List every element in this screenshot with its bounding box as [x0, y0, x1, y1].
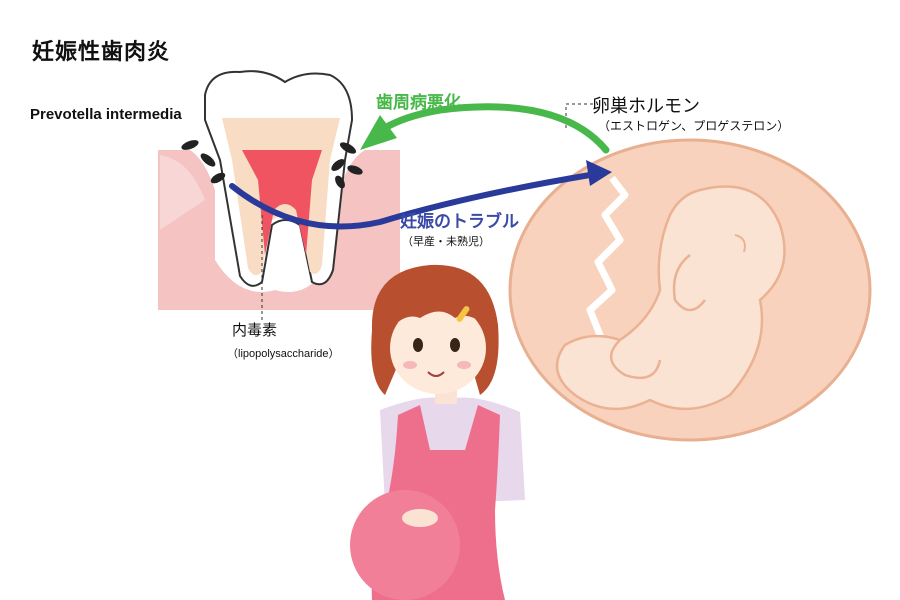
woman-cheek-left: [403, 361, 417, 369]
hairpin: [456, 306, 470, 322]
bacteria-label: Prevotella intermedia: [30, 106, 182, 123]
page-title: 妊娠性歯肉炎: [32, 40, 171, 65]
pregnant-woman-illustration: [350, 264, 525, 600]
fetus-leg: [610, 339, 662, 380]
fetus-ear: [734, 234, 746, 253]
woman-mouth: [427, 371, 445, 377]
blue-arrow-label: 妊娠のトラブル: [400, 212, 519, 232]
blue-arrow: [229, 160, 612, 230]
green-arrow-shaft: [381, 103, 610, 154]
woman-bangs: [390, 282, 490, 330]
woman-hand: [402, 509, 438, 527]
womb-fetus-illustration: [508, 103, 872, 442]
gum: [158, 150, 400, 310]
blue-arrow-shaft: [229, 172, 593, 230]
green-arrow: [360, 103, 610, 154]
blue-arrow-sub-label: （早産・未熟児）: [402, 235, 490, 248]
fetus-arm: [672, 254, 706, 312]
womb-tear: [577, 175, 629, 358]
blue-arrow-head: [586, 160, 612, 186]
woman-belly: [350, 490, 460, 600]
toxin-sub-label: （lipopolysaccharide）: [227, 348, 340, 360]
pulp: [242, 150, 322, 255]
hormone-sub-label: （エストロゲン、プロゲステロン）: [598, 119, 790, 133]
green-arrow-head: [360, 115, 397, 150]
woman-face: [390, 302, 486, 394]
tooth-gum-illustration: [158, 70, 400, 320]
bacteria-cluster: [181, 140, 363, 189]
woman-eye-left: [413, 338, 423, 352]
toxin-label: 内毒素: [232, 321, 278, 339]
green-arrow-label: 歯周病悪化: [376, 93, 461, 113]
fetus: [555, 185, 786, 411]
hormone-label: 卵巣ホルモン: [592, 96, 700, 117]
woman-eye-right: [450, 338, 460, 352]
woman-cheek-right: [457, 361, 471, 369]
gum-highlight: [160, 155, 205, 230]
